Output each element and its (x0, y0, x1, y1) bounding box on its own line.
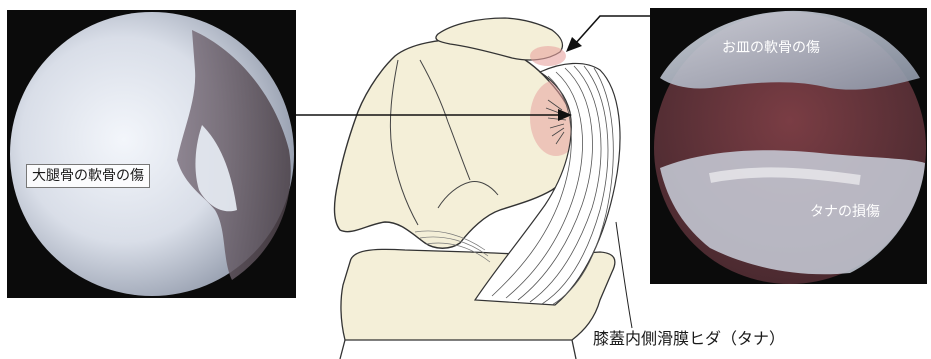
arrow-line-patella (575, 16, 650, 44)
left-arthroscopy-image (7, 10, 296, 298)
femur-lesion-label: 大腿骨の軟骨の傷 (26, 164, 150, 188)
patella-lesion-label: お皿の軟骨の傷 (722, 41, 820, 55)
synovial-plica-caption: 膝蓋内側滑膜ヒダ（タナ） (593, 331, 785, 347)
caption-leader-line (616, 222, 632, 328)
tibia-lower (340, 340, 576, 359)
plica-injury-label: タナの損傷 (810, 205, 880, 219)
patella-cartilage-lesion (530, 46, 566, 66)
